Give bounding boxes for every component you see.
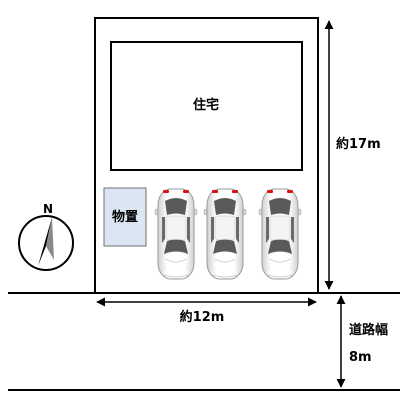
north-compass: N <box>18 202 74 271</box>
road-width-title: 道路幅 <box>349 322 388 338</box>
house-label: 住宅 <box>193 97 219 113</box>
width-dimension-label: 約12m <box>180 309 225 325</box>
parked-car-1 <box>154 188 198 280</box>
house-footprint <box>110 41 303 171</box>
parked-car-2 <box>203 188 247 280</box>
shed <box>103 187 147 247</box>
shed-label: 物置 <box>112 209 138 225</box>
compass-north-label: N <box>43 202 53 216</box>
parked-car-3 <box>258 188 302 280</box>
road-width-value: 8m <box>349 350 372 365</box>
depth-dimension-label: 約17m <box>336 136 381 152</box>
